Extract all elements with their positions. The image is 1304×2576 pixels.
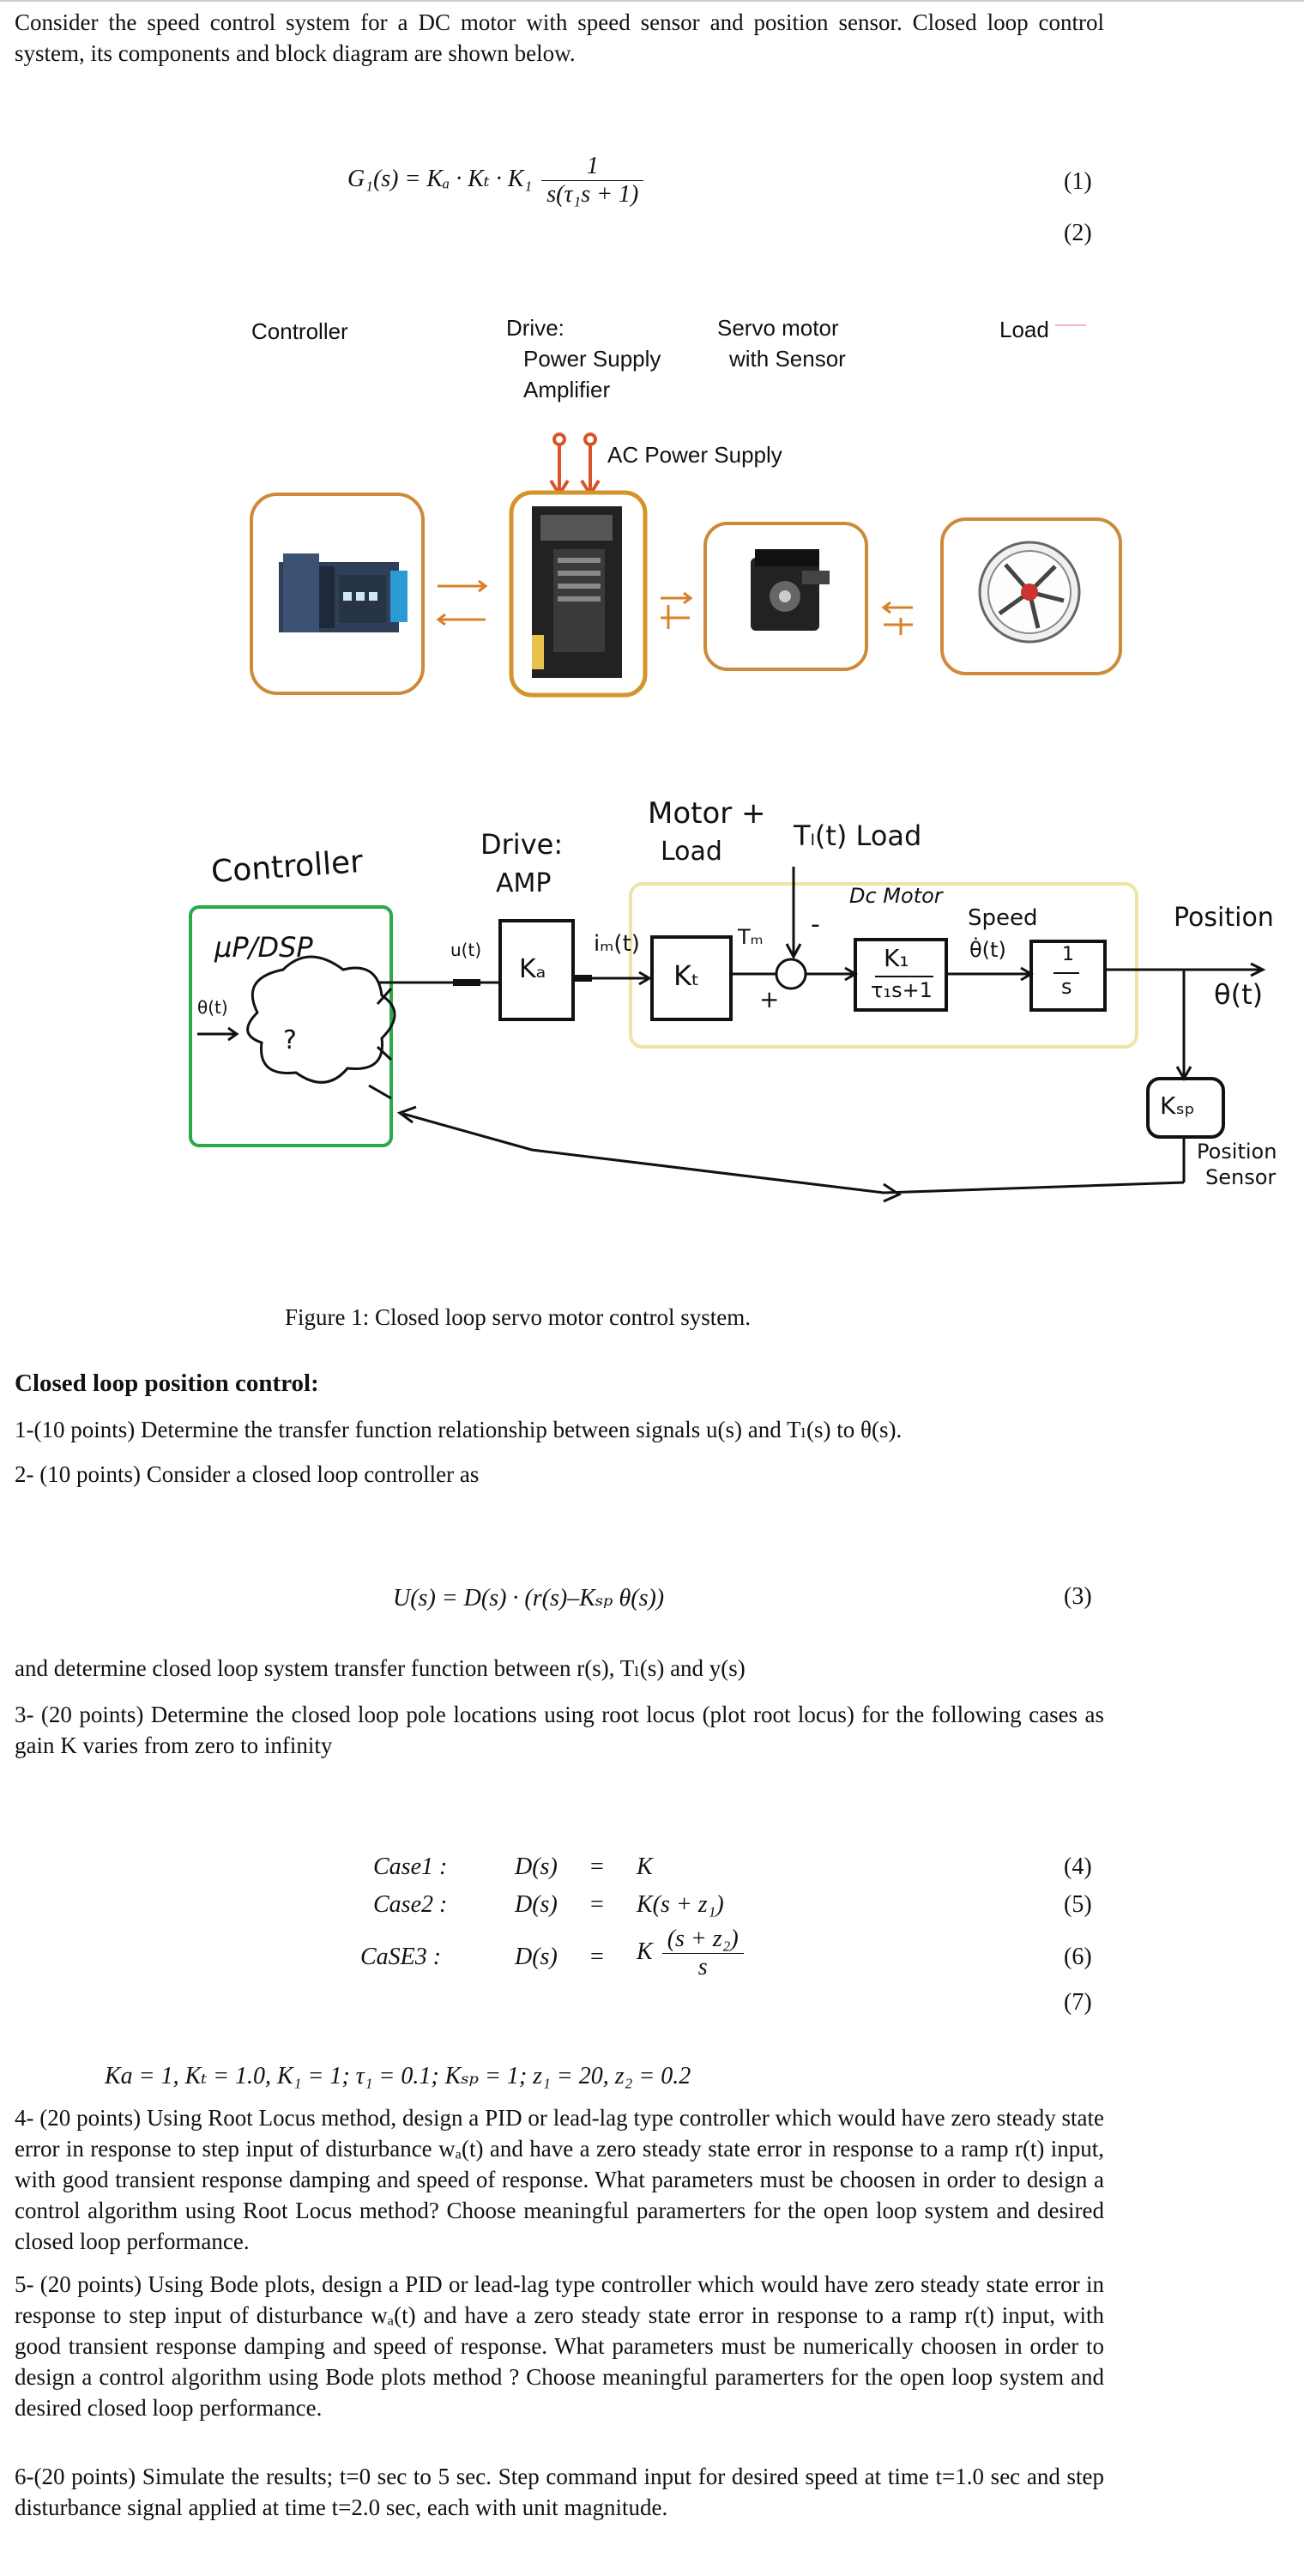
case3-rhs: K (s + z₂) s [637,1926,747,1981]
eq1-lhs: G₁(s) = Kₐ · Kₜ · K₁ [347,165,533,192]
fan-icon [978,541,1081,644]
integrator-block [1029,940,1107,1012]
sketch-speed-theta: θ̇(t) [969,938,1006,962]
drive-icon [532,506,622,678]
question-2b: and determine closed loop system transfe… [15,1655,746,1681]
photo-label-drive-sub1: Power Supply [523,346,661,372]
photo-label-servo-2: with Sensor [729,346,846,372]
parameters: Ka = 1, Kₜ = 1.0, K₁ = 1; τ₁ = 0.1; Kₛₚ … [105,2063,691,2089]
load-underline-mark [1055,324,1086,326]
sketch-ksp-label: Kₛₚ [1160,1091,1195,1120]
case3-name: CaSE3 : [360,1944,442,1970]
case1-rhs: K [637,1853,653,1880]
sketch-position-label: Position [1174,903,1274,933]
eq1-numerator: 1 [541,153,644,181]
plc-icon [279,553,408,632]
sketch-amp-label: AMP [496,868,552,898]
question-2: 2- (10 points) Consider a closed loop co… [15,1461,480,1487]
sketch-plus: + [759,985,780,1013]
ka-block [498,919,575,1021]
eq3-tag: (3) [1064,1583,1092,1610]
case2-rhs: K(s + z₁) [637,1891,724,1918]
case2-tag: (5) [1064,1891,1092,1918]
photo-label-ac: AC Power Supply [607,442,782,468]
case3-fraction: (s + z₂) s [661,1926,744,1981]
eq2-tag: (2) [1064,220,1092,246]
case3-rhs-k: K [637,1938,653,1965]
question-1: 1-(10 points) Determine the transfer fun… [15,1417,903,1442]
sketch-mup-label: μP/DSP [214,931,313,964]
sketch-k1-den: τ₁s+1 [871,978,933,1002]
photo-label-drive: Drive: [506,315,564,341]
sketch-kt-label: Kₜ [673,959,700,992]
case2-eq: = [590,1891,604,1918]
eq1-denominator: s(τ₁s + 1) [546,181,639,208]
equation-3: U(s) = D(s) · (r(s)–Kₛₚ θ(s)) [393,1585,665,1612]
question-6: 6-(20 points) Simulate the results; t=0 … [15,2464,1104,2520]
sketch-int-num: 1 [1062,944,1074,965]
controller-cloud [246,955,396,1084]
case3-denominator: s [697,1954,708,1980]
figure-caption: Figure 1: Closed loop servo motor contro… [285,1304,751,1330]
top-rule [0,0,1304,2]
sketch-speed-label: Speed [968,905,1038,931]
eq1-tag: (1) [1064,168,1092,195]
question-4: 4- (20 points) Using Root Locus method, … [15,2105,1104,2254]
sketch-minus: - [811,910,820,940]
ksp-block [1146,1077,1225,1139]
sketch-int-den: s [1061,975,1072,999]
case1-lhs: D(s) [515,1853,558,1880]
case2-name: Case2 : [373,1891,448,1918]
sketch-dc-motor-label: Dc Motor [849,884,943,908]
intro-paragraph: Consider the speed control system for a … [15,9,1104,66]
photo-label-load: Load [999,317,1049,342]
sketch-position-sensor-1: Position [1197,1140,1277,1164]
sketch-theta-out: θ(t) [1214,978,1264,1011]
sketch-theta-in: θ(t) [197,997,228,1018]
case3-eq: = [590,1944,604,1970]
sketch-motor-label: Motor + [648,796,766,831]
sketch-position-sensor-2: Sensor [1205,1165,1277,1189]
sketch-tm-label: Tₘ [738,925,764,949]
kt-block [650,935,733,1021]
sketch-k1-num: K₁ [884,944,909,972]
case1-name: Case1 : [373,1853,448,1880]
case1-tag: (4) [1064,1853,1092,1880]
photo-label-servo-1: Servo motor [717,315,839,341]
servo-icon [751,549,830,631]
sketch-question: ? [283,1025,297,1055]
sketch-load-label: Load [661,837,722,867]
question-5: 5- (20 points) Using Bode plots, design … [15,2271,1104,2421]
photo-label-controller: Controller [251,318,348,344]
sketch-ka-label: Kₐ [519,954,546,984]
block-diagram [189,867,1266,1203]
motor-load-box [629,882,1138,1049]
question-3: 3- (20 points) Determine the closed loop… [15,1702,1104,1758]
sketch-ut-label: u(t) [450,940,482,960]
sketch-tl-label: Tₗ(t) Load [794,819,922,852]
sketch-drive-label: Drive: [480,828,564,861]
sketch-k1-bar [875,976,933,977]
case3-lhs: D(s) [515,1944,558,1970]
eq1-fraction: 1 s(τ₁s + 1) [541,153,644,209]
eq7-tag: (7) [1064,1989,1092,2016]
sketch-im-label: iₘ(t) [594,931,640,957]
case2-lhs: D(s) [515,1891,558,1918]
component-photos [250,432,1122,698]
photo-label-drive-sub2: Amplifier [523,377,611,402]
case3-numerator: (s + z₂) [661,1926,744,1954]
ac-plug-icon [549,432,601,498]
section-heading: Closed loop position control: [15,1370,319,1397]
summing-junction [775,958,807,990]
case1-eq: = [590,1853,604,1880]
sketch-int-bar [1053,972,1079,974]
case3-tag: (6) [1064,1944,1092,1970]
equation-1: G₁(s) = Kₐ · Kₜ · K₁ 1 s(τ₁s + 1) [347,153,647,209]
